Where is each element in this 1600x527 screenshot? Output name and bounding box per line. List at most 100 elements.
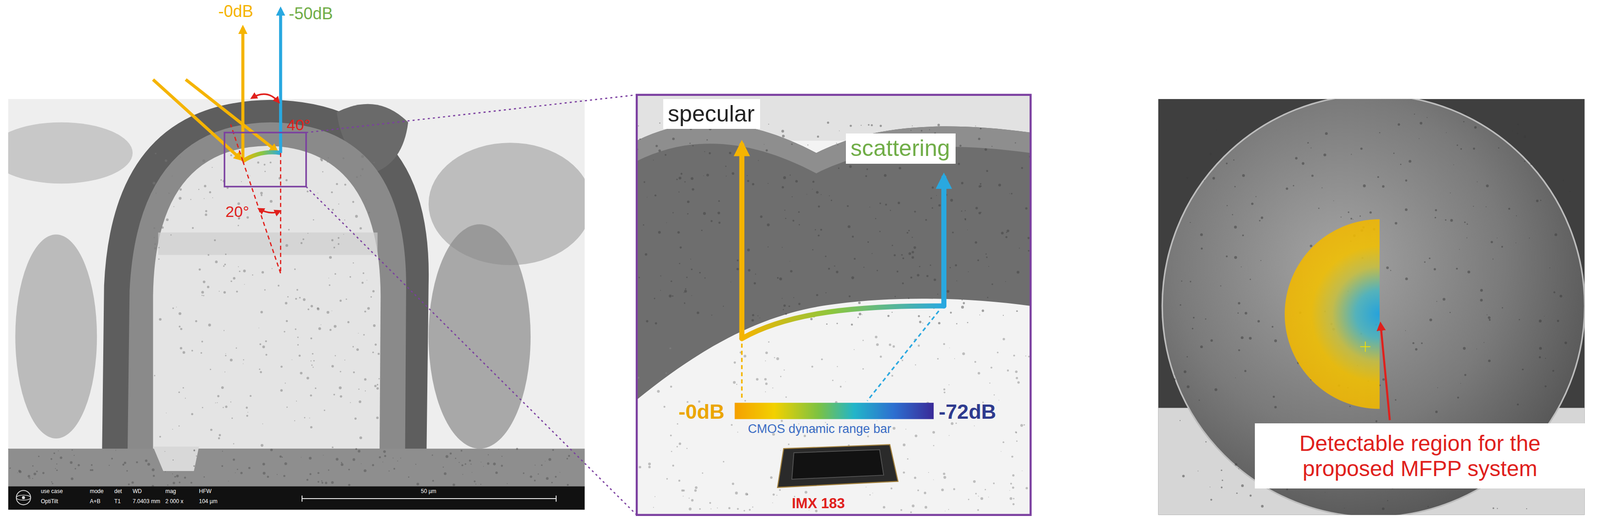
texture-dot xyxy=(1012,498,1015,500)
texture-dot xyxy=(59,456,62,459)
texture-dot xyxy=(1480,289,1483,292)
texture-dot xyxy=(321,481,324,484)
texture-dot xyxy=(1179,420,1181,422)
texture-dot xyxy=(936,195,938,197)
texture-dot xyxy=(938,204,941,207)
texture-dot xyxy=(313,219,315,221)
texture-dot xyxy=(891,312,893,314)
texture-dot xyxy=(294,268,296,270)
texture-dot xyxy=(765,149,768,152)
texture-dot xyxy=(1240,336,1244,340)
texture-dot xyxy=(884,203,887,206)
texture-dot xyxy=(795,179,799,183)
texture-dot xyxy=(265,354,268,357)
texture-dot xyxy=(324,481,328,485)
texture-dot xyxy=(792,219,795,222)
texture-dot xyxy=(949,347,950,349)
texture-dot xyxy=(1013,354,1016,357)
texture-dot xyxy=(670,280,673,283)
texture-dot xyxy=(445,455,449,459)
texture-dot xyxy=(911,256,915,259)
texture-dot xyxy=(320,324,322,326)
texture-dot xyxy=(687,200,690,204)
texture-dot xyxy=(908,229,910,232)
texture-dot xyxy=(858,302,862,305)
texture-dot xyxy=(826,323,828,325)
texture-dot xyxy=(330,481,334,485)
texture-dot xyxy=(361,155,364,158)
texture-dot xyxy=(131,481,134,484)
texture-dot xyxy=(495,471,498,475)
texture-dot xyxy=(287,296,289,298)
texture-dot xyxy=(462,474,464,476)
texture-dot xyxy=(901,282,904,285)
texture-dot xyxy=(654,194,657,197)
texture-dot xyxy=(768,123,770,125)
texture-dot xyxy=(911,504,915,508)
texture-dot xyxy=(913,476,917,480)
texture-dot xyxy=(959,144,962,147)
texture-dot xyxy=(718,221,721,224)
texture-dot xyxy=(1553,291,1556,294)
texture-dot xyxy=(943,343,946,346)
texture-dot xyxy=(1220,469,1223,472)
texture-dot xyxy=(660,290,661,291)
texture-dot xyxy=(222,451,224,453)
texture-dot xyxy=(973,425,975,427)
texture-dot xyxy=(352,262,355,264)
texture-dot xyxy=(987,296,989,299)
texture-dot xyxy=(889,343,892,347)
texture-dot xyxy=(1444,219,1447,221)
texture-dot xyxy=(828,195,830,197)
texture-dot xyxy=(789,261,790,262)
texture-dot xyxy=(1010,482,1013,485)
texture-dot xyxy=(1234,225,1237,229)
texture-dot xyxy=(993,394,995,396)
texture-dot xyxy=(923,492,927,495)
texture-dot xyxy=(1238,468,1240,470)
texture-dot xyxy=(123,461,127,465)
texture-dot xyxy=(722,306,724,308)
texture-dot xyxy=(1006,229,1010,233)
texture-dot xyxy=(1486,314,1488,316)
texture-dot xyxy=(218,437,220,440)
texture-dot xyxy=(537,473,540,476)
texture-dot xyxy=(310,337,313,340)
texture-dot xyxy=(1016,310,1019,313)
texture-dot xyxy=(1363,184,1366,188)
texture-dot xyxy=(1394,222,1398,225)
texture-dot xyxy=(147,463,151,466)
texture-dot xyxy=(312,353,314,355)
texture-dot xyxy=(1002,441,1005,444)
texture-dot xyxy=(1028,250,1030,252)
texture-dot xyxy=(370,296,372,298)
texture-dot xyxy=(277,285,280,287)
texture-dot xyxy=(74,468,77,470)
texture-dot xyxy=(372,351,375,354)
texture-dot xyxy=(301,457,302,458)
texture-dot xyxy=(902,471,906,475)
texture-dot xyxy=(262,345,265,349)
normal-line xyxy=(230,124,243,162)
atom-icon xyxy=(16,495,31,501)
texture-dot xyxy=(974,361,977,364)
texture-dot xyxy=(920,129,923,132)
texture-dot xyxy=(242,359,245,361)
texture-dot xyxy=(948,435,950,437)
texture-dot xyxy=(736,384,738,386)
texture-dot xyxy=(308,457,312,460)
texture-dot xyxy=(725,175,727,177)
texture-dot xyxy=(335,458,339,461)
texture-dot xyxy=(235,290,238,293)
texture-dot xyxy=(285,382,286,384)
texture-dot xyxy=(943,476,946,480)
texture-dot xyxy=(749,509,751,511)
texture-dot xyxy=(431,454,434,457)
texture-dot xyxy=(671,137,675,141)
texture-dot xyxy=(153,227,156,230)
texture-dot xyxy=(961,299,963,301)
texture-dot xyxy=(158,246,160,249)
texture-dot xyxy=(665,372,668,375)
texture-dot xyxy=(891,374,894,377)
node-text: Detectable region for the proposed MFPP … xyxy=(1260,430,1580,482)
